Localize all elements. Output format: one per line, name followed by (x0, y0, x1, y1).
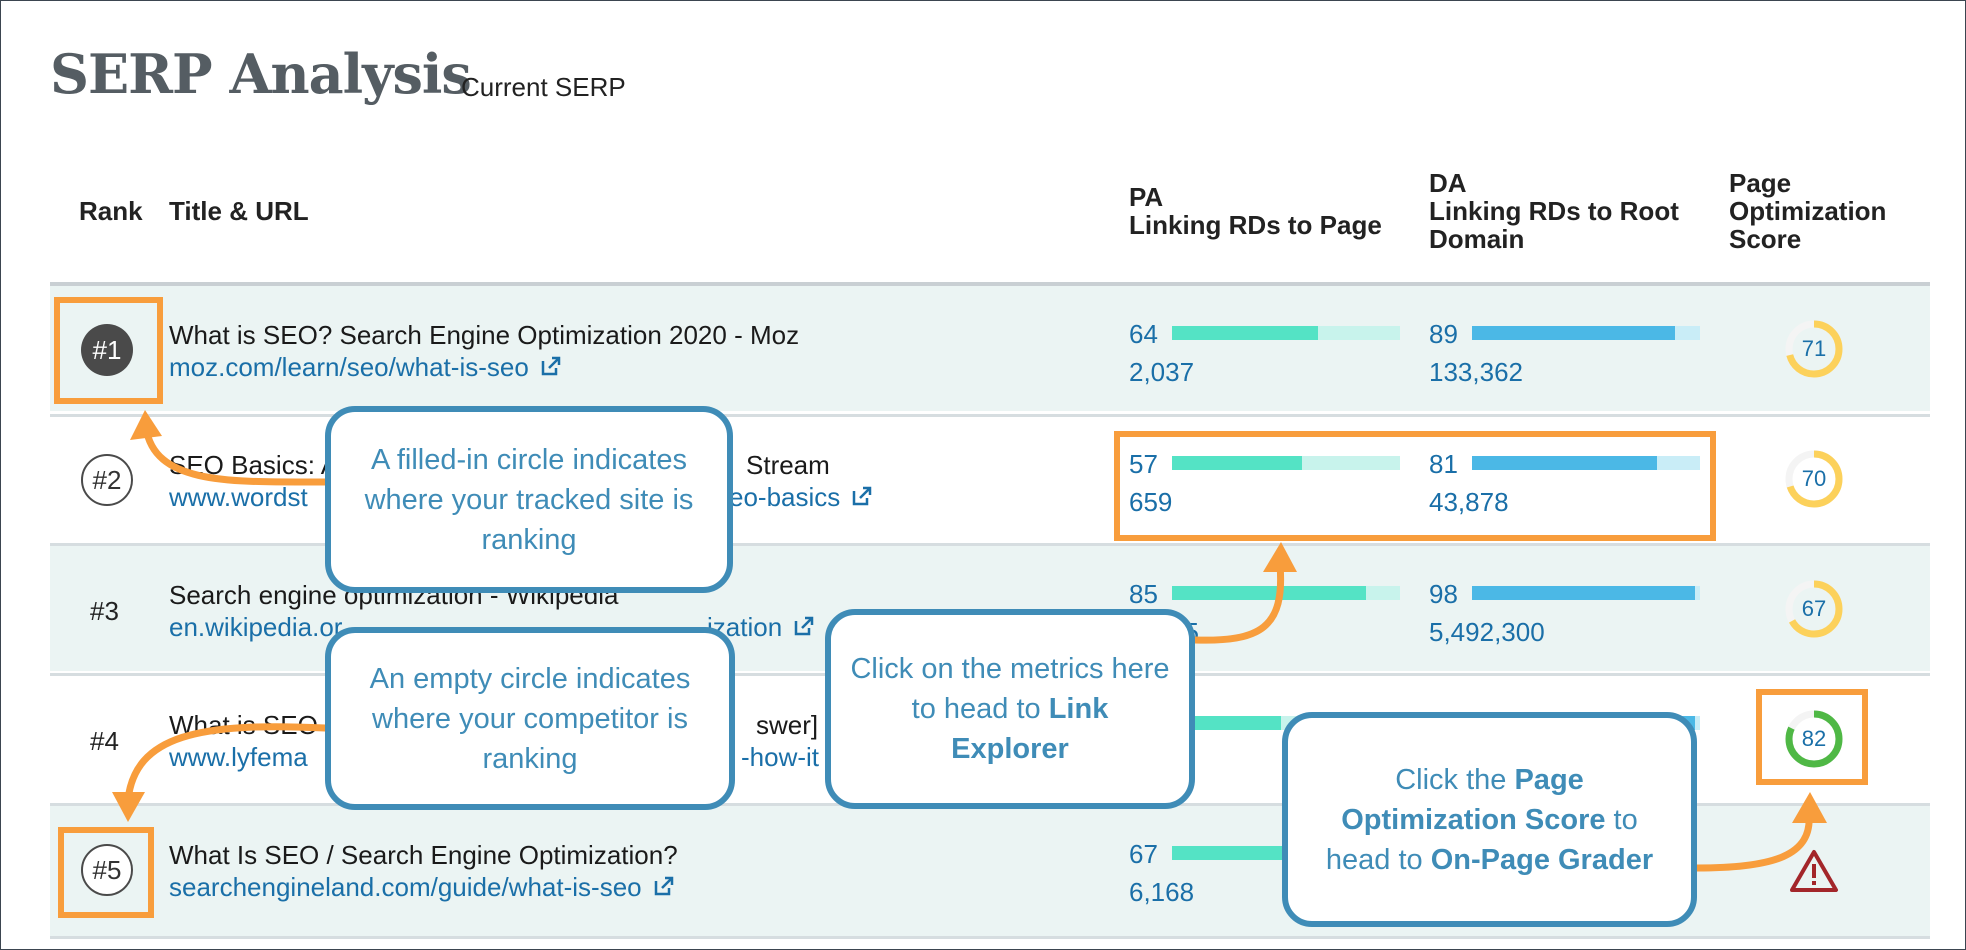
column-title-url[interactable]: Title & URL (169, 196, 309, 226)
callout-score-text-c: to head to (1325, 803, 1638, 876)
score-value: 70 (1801, 466, 1827, 491)
result-title-visible-end[interactable]: swer] (756, 710, 819, 740)
column-pa-line-2: Linking RDs to Page (1129, 210, 1382, 240)
pa-bar (1172, 326, 1400, 340)
pa-bar-fill (1172, 586, 1366, 600)
pa-bar-fill (1172, 326, 1318, 340)
rank-number: #3 (90, 596, 119, 626)
pa-bar-fill (1172, 716, 1282, 730)
row-divider (50, 936, 1930, 939)
column-da-line-3: Domain (1429, 224, 1525, 254)
result-url-text[interactable]: moz.com/learn/seo/what-is-seo (169, 352, 529, 382)
result-title[interactable]: SEO Basics: A (169, 450, 339, 480)
column-rank[interactable]: Rank (79, 196, 143, 226)
column-pa[interactable]: PA Linking RDs to Page (1129, 183, 1382, 239)
da-linking-rds[interactable]: 43,878 (1429, 487, 1509, 517)
callout-link-explorer-label: Link Explorer (951, 693, 1109, 765)
pa-value[interactable]: 57 (1129, 449, 1158, 479)
page-optimization-score[interactable]: 82 (1784, 709, 1844, 769)
pa-linking-rds[interactable]: 2,037 (1129, 357, 1195, 387)
external-link-icon[interactable] (652, 874, 676, 905)
da-bar (1472, 326, 1700, 340)
callout-filled-circle: A filled-in circle indicates where your … (325, 406, 733, 593)
pa-bar (1172, 586, 1400, 600)
callout-empty-text: An empty circle indicates where your com… (369, 662, 691, 775)
callout-score-label: Page Optimization Score (1341, 763, 1606, 836)
pa-value[interactable]: 64 (1129, 319, 1158, 349)
callout-link-text: Click on the metrics here to head to Lin… (849, 649, 1171, 769)
callout-score-text-a: Click the (1395, 763, 1515, 796)
page-title: SERP Analysis (50, 42, 472, 106)
column-score[interactable]: Page Optimization Score (1729, 169, 1886, 253)
external-link-icon[interactable] (850, 484, 874, 515)
da-linking-rds[interactable]: 133,362 (1429, 357, 1523, 387)
column-da-line-2: Linking RDs to Root (1429, 196, 1679, 226)
score-ring (1785, 320, 1843, 378)
da-bar (1472, 586, 1700, 600)
result-url[interactable]: en.wikipedia.or (169, 612, 343, 642)
pa-linking-rds[interactable]: 659 (1129, 487, 1173, 517)
score-ring (1785, 580, 1843, 638)
warning-icon[interactable] (1789, 848, 1839, 894)
da-bar-fill (1472, 456, 1657, 470)
page-optimization-score[interactable]: 71 (1784, 319, 1844, 379)
callout-empty-circle: An empty circle indicates where your com… (325, 627, 735, 810)
column-score-line-3: Score (1729, 224, 1802, 254)
da-value[interactable]: 98 (1429, 579, 1458, 609)
callout-score-text: Click the Page Optimization Score to hea… (1306, 760, 1673, 880)
da-linking-rds[interactable]: 5,492,300 (1429, 617, 1545, 647)
score-value: 67 (1801, 596, 1827, 621)
column-da[interactable]: DA Linking RDs to Root Domain (1429, 169, 1679, 253)
row-divider (50, 543, 1930, 546)
score-ring (1785, 710, 1843, 768)
pa-value[interactable]: 85 (1129, 579, 1158, 609)
callout-link-text-a: Click on the metrics here to head to (850, 653, 1170, 725)
rank-number: #4 (90, 726, 119, 756)
result-url-text[interactable]: eo-basics (729, 482, 841, 512)
pa-linking-rds[interactable]: 6,168 (1129, 877, 1195, 907)
da-bar-fill (1472, 326, 1675, 340)
column-da-line-1: DA (1429, 168, 1467, 198)
callout-filled-text: A filled-in circle indicates where your … (364, 443, 694, 556)
result-url[interactable]: www.lyfema (169, 742, 308, 772)
callout-link-explorer: Click on the metrics here to head to Lin… (825, 609, 1195, 809)
callout-grader-label: On-Page Grader (1430, 843, 1654, 876)
result-url-text[interactable]: searchengineland.com/guide/what-is-seo (169, 872, 642, 902)
column-pa-line-1: PA (1129, 182, 1164, 212)
external-link-icon[interactable] (539, 354, 563, 385)
result-title[interactable]: What is SEO? Search Engine Optimization … (169, 320, 800, 350)
page-optimization-score[interactable]: 67 (1784, 579, 1844, 639)
rank-badge-empty: #5 (81, 844, 133, 896)
da-value[interactable]: 89 (1429, 319, 1458, 349)
page-subtitle: Current SERP (461, 72, 626, 102)
pa-value[interactable]: 67 (1129, 839, 1158, 869)
score-value: 71 (1801, 336, 1827, 361)
score-ring (1785, 450, 1843, 508)
table-row[interactable] (50, 286, 1930, 411)
page-optimization-score[interactable]: 70 (1784, 449, 1844, 509)
rank-badge-empty: #2 (81, 454, 133, 506)
result-title[interactable]: What Is SEO / Search Engine Optimization… (169, 840, 678, 870)
pa-bar-fill (1172, 456, 1302, 470)
result-url[interactable]: searchengineland.com/guide/what-is-seo (169, 872, 676, 905)
header-divider (50, 282, 1930, 286)
da-value[interactable]: 81 (1429, 449, 1458, 479)
rank-badge-filled: #1 (81, 324, 133, 376)
column-score-line-2: Optimization (1729, 196, 1887, 226)
result-title-visible-end[interactable]: Stream (746, 450, 830, 480)
row-divider (50, 414, 1930, 417)
external-link-icon[interactable] (792, 614, 816, 645)
pa-bar (1172, 456, 1400, 470)
da-bar (1472, 456, 1700, 470)
result-url[interactable]: moz.com/learn/seo/what-is-seo (169, 352, 563, 385)
result-url-visible-end[interactable]: -how-it (741, 742, 820, 772)
result-title[interactable]: What is SEO (169, 710, 318, 740)
column-score-line-1: Page (1729, 168, 1792, 198)
score-value: 82 (1801, 726, 1827, 751)
result-url-visible-end[interactable]: eo-basics (729, 482, 874, 515)
result-url[interactable]: www.wordst (169, 482, 308, 512)
callout-on-page-grader: Click the Page Optimization Score to hea… (1282, 712, 1697, 927)
da-bar-fill (1472, 586, 1696, 600)
